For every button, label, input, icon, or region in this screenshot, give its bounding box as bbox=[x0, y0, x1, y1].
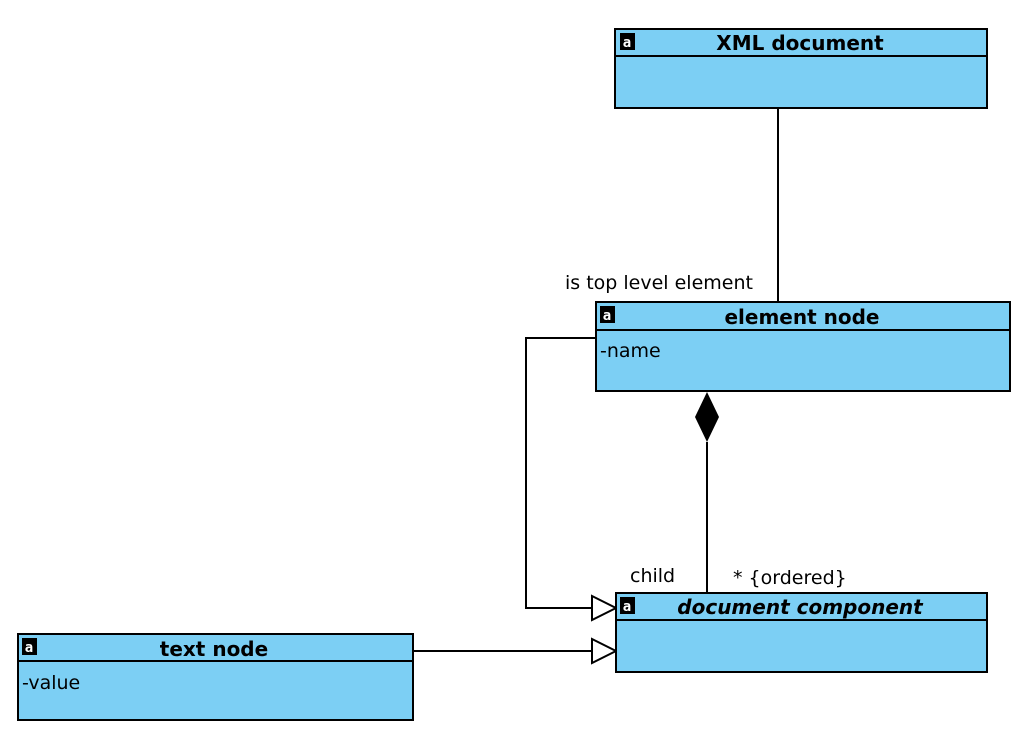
class-icon bbox=[620, 33, 635, 50]
generalization-line-element-node bbox=[525, 337, 596, 609]
top-level-label: is top level element bbox=[565, 272, 753, 294]
class-icon-letter: a bbox=[25, 640, 33, 656]
class-element-node[interactable]: a element node -name bbox=[595, 301, 1011, 392]
attribute-value: -value bbox=[22, 672, 80, 694]
composition-diamond bbox=[695, 392, 719, 442]
class-icon-letter: a bbox=[623, 599, 631, 615]
class-text-node[interactable]: a text node -value bbox=[17, 633, 414, 721]
class-name: document component bbox=[677, 595, 924, 619]
class-icon-letter: a bbox=[603, 308, 611, 324]
class-name: element node bbox=[724, 305, 879, 329]
class-icon bbox=[600, 306, 615, 323]
class-name: text node bbox=[160, 637, 268, 661]
multiplicity-label: * {ordered} bbox=[733, 567, 847, 589]
class-name: XML document bbox=[716, 31, 884, 55]
generalization-arrow-text-node bbox=[591, 637, 619, 665]
class-document-component[interactable]: a document component bbox=[615, 592, 988, 673]
class-icon bbox=[620, 597, 635, 614]
class-xml-document[interactable]: a XML document bbox=[614, 28, 988, 109]
role-label-child: child bbox=[630, 565, 675, 587]
attribute-name: -name bbox=[600, 340, 661, 362]
class-icon-letter: a bbox=[623, 35, 631, 51]
class-icon bbox=[22, 638, 37, 655]
generalization-arrow-element-node bbox=[591, 594, 619, 622]
